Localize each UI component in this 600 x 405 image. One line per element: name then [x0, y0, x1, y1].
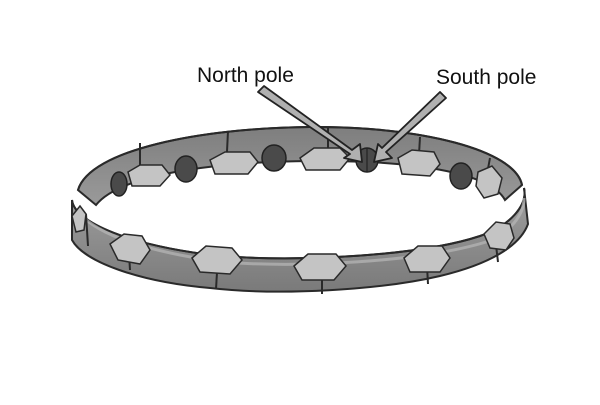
north-pole-arrow — [257, 85, 363, 163]
magnet — [174, 155, 198, 183]
link-separator — [85, 213, 89, 247]
south-pole-label: South pole — [436, 66, 537, 89]
magnets — [110, 144, 473, 197]
magnet — [110, 171, 128, 197]
south-pole-arrow — [373, 91, 447, 163]
north-pole-label: North pole — [197, 64, 294, 87]
magnet — [261, 144, 287, 172]
magnet — [449, 162, 473, 190]
front-hex-inserts — [71, 204, 515, 281]
back-hex-inserts — [127, 147, 503, 199]
